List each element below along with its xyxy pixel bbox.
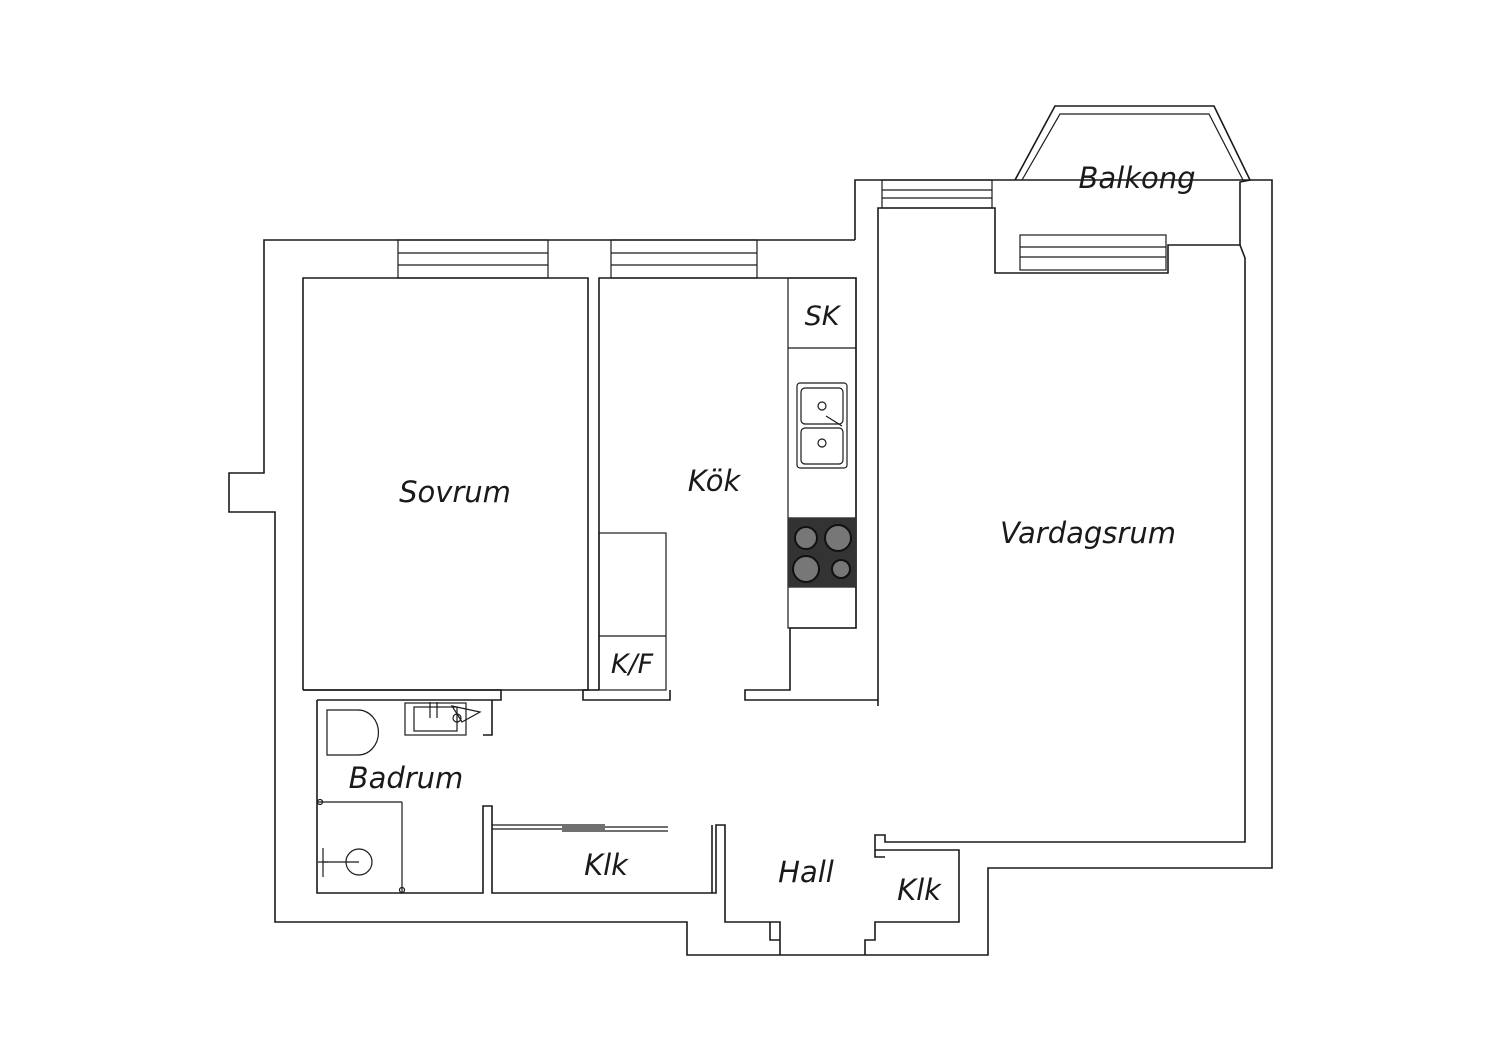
label-balkong: Balkong — [1078, 161, 1195, 195]
sink-icon — [796, 382, 848, 469]
balcony-outline — [1014, 105, 1252, 245]
window-vardagsrum — [881, 179, 993, 209]
balcony-door — [1019, 234, 1167, 271]
washbasin-icon — [404, 702, 482, 736]
stove-icon — [788, 518, 856, 587]
wardrobe-klk-left — [492, 824, 668, 832]
bathroom-walls — [303, 689, 781, 955]
fridge-freezer — [598, 532, 667, 691]
hall-walls — [711, 825, 960, 955]
label-kok: Kök — [688, 464, 742, 498]
label-kf: K/F — [611, 649, 654, 680]
label-hall: Hall — [778, 855, 834, 889]
label-badrum: Badrum — [349, 761, 464, 795]
label-vardagsrum: Vardagsrum — [1000, 516, 1176, 550]
window-sovrum — [397, 239, 549, 279]
toilet-icon — [326, 709, 380, 756]
label-klk-left: Klk — [584, 848, 629, 882]
label-klk-right: Klk — [897, 873, 942, 907]
label-sk: SK — [805, 301, 842, 332]
living-room-walls — [874, 207, 1246, 858]
exterior-walls — [228, 179, 1273, 956]
shower-icon — [318, 848, 373, 877]
label-sovrum: Sovrum — [399, 475, 511, 509]
window-kok — [610, 239, 758, 279]
